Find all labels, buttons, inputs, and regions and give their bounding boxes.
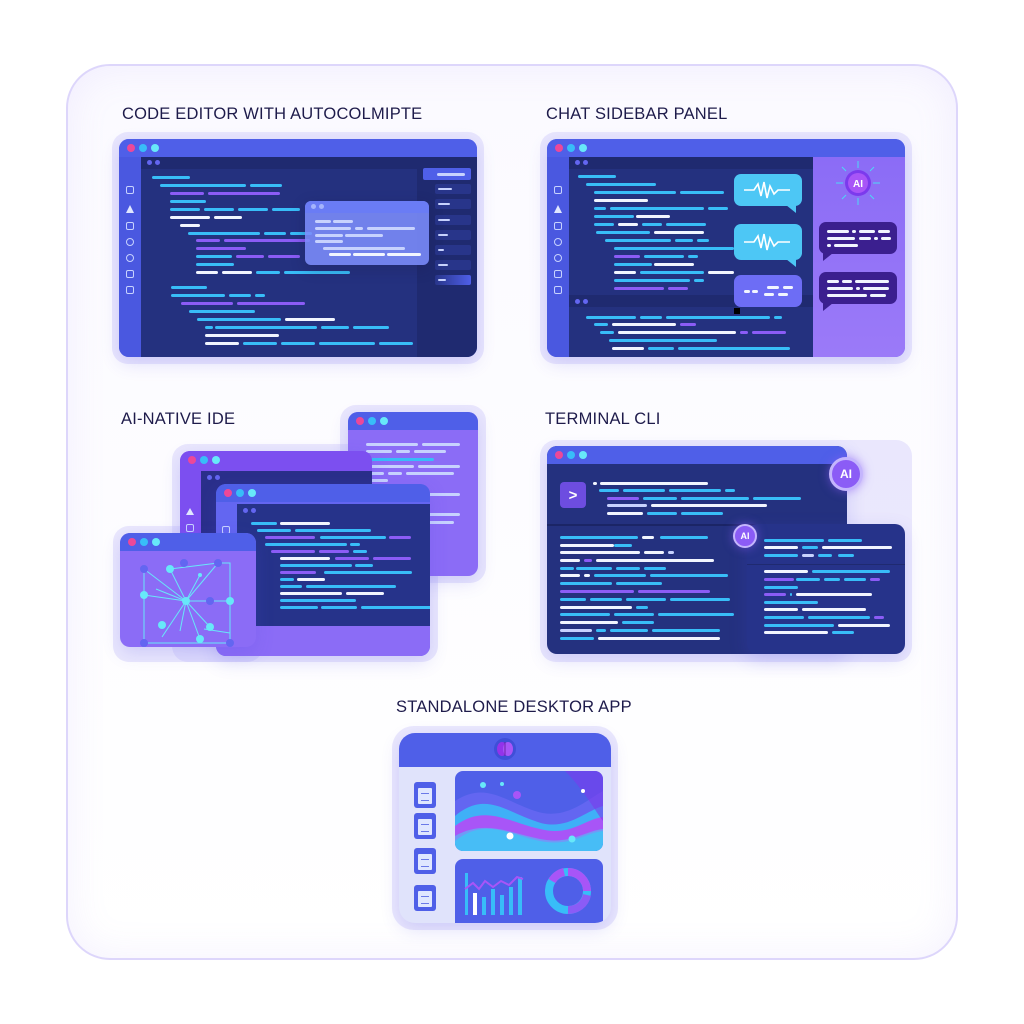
chat-sidebar: AI [813,157,905,357]
wave-visualization[interactable] [455,771,603,851]
section-title-terminal-cli: TERMINAL CLI [545,410,661,428]
titlebar [348,412,478,430]
assistant-message-bubble[interactable] [819,222,897,261]
waveform-icon [744,181,790,199]
network-graph-icon[interactable] [120,551,256,647]
outline-item[interactable] [435,199,471,209]
minimize-dot[interactable] [236,489,244,497]
titlebar [547,446,847,464]
knowledge-graph-window [120,533,256,647]
wave-chart-icon [455,771,603,851]
maximize-dot[interactable] [380,417,388,425]
desktop-app-window [399,733,611,923]
triangle-icon[interactable] [554,205,562,213]
minimize-dot[interactable] [200,456,208,464]
titlebar [119,139,477,157]
close-dot[interactable] [127,144,135,152]
ai-sparkle-icon: AI [836,161,880,205]
save-icon[interactable] [554,286,562,294]
outline-item[interactable] [435,275,471,285]
analytics-panel[interactable] [455,859,603,923]
file-icon[interactable] [414,782,436,808]
triangle-icon[interactable] [186,508,194,515]
grid-icon[interactable] [554,186,562,194]
maximize-dot[interactable] [151,144,159,152]
brain-icon[interactable] [493,737,517,761]
grid-icon[interactable] [126,186,134,194]
message-bubble[interactable] [734,275,802,314]
terminal-prompt-icon[interactable]: > [560,482,586,508]
activity-bar [119,157,141,357]
close-dot[interactable] [555,451,563,459]
chat-sidebar-window: AI [547,139,905,357]
gear-icon[interactable] [554,254,562,262]
outline-item[interactable] [435,245,471,255]
editor-pane[interactable] [237,504,430,626]
close-dot[interactable] [188,456,196,464]
circle-icon[interactable] [126,238,134,246]
maximize-dot[interactable] [248,489,256,497]
ai-badge[interactable]: AI [829,457,863,491]
mail-icon[interactable] [126,270,134,278]
waveform-icon [744,233,790,251]
section-title-ai-native-ide: AI-NATIVE IDE [121,410,236,428]
voice-message-bubble[interactable] [734,174,802,213]
titlebar [216,484,430,502]
ai-terminal-panel [747,524,905,654]
minimize-dot[interactable] [567,451,575,459]
close-dot[interactable] [128,538,136,546]
ai-assistant-orb[interactable]: AI [833,159,883,207]
maximize-dot[interactable] [212,456,220,464]
maximize-dot[interactable] [579,451,587,459]
outline-item[interactable] [435,230,471,240]
triangle-icon[interactable] [126,205,134,213]
svg-text:AI: AI [853,179,863,190]
maximize-dot[interactable] [152,538,160,546]
clock-icon[interactable] [554,238,562,246]
maximize-dot[interactable] [579,144,587,152]
ai-badge-small[interactable]: AI [733,524,757,548]
outline-item[interactable] [435,184,471,194]
minimize-dot[interactable] [567,144,575,152]
close-dot[interactable] [224,489,232,497]
square-icon[interactable] [554,270,562,278]
file-icon[interactable] [414,813,436,839]
outline-item[interactable] [435,260,471,270]
titlebar [547,139,905,157]
voice-message-bubble[interactable] [734,224,802,267]
minimize-dot[interactable] [140,538,148,546]
assistant-message-bubble[interactable] [819,272,897,311]
outline-item-active[interactable] [423,168,471,180]
section-title-code-editor: CODE EDITOR WITH AUTOCOLMIPTE [122,105,423,123]
titlebar [180,451,372,469]
close-dot[interactable] [356,417,364,425]
inbox-icon[interactable] [126,286,134,294]
minimize-dot[interactable] [139,144,147,152]
section-title-desktop-app: STANDALONE DESKTOR APP [396,698,632,716]
app-header [399,733,611,767]
section-title-chat-sidebar: CHAT SIDEBAR PANEL [546,105,728,123]
titlebar [120,533,256,551]
file-icon[interactable] [414,885,436,911]
box-icon[interactable] [126,222,134,230]
close-dot[interactable] [555,144,563,152]
globe-icon[interactable] [126,254,134,262]
box-icon[interactable] [186,524,194,532]
file-icon[interactable] [414,848,436,874]
editor-tabbar [141,157,417,169]
code-editor-window [119,139,477,357]
bar-chart-icon [464,868,591,915]
box-icon[interactable] [554,222,562,230]
minimize-dot[interactable] [368,417,376,425]
autocomplete-popup[interactable] [305,201,429,265]
outline-item[interactable] [435,215,471,225]
activity-bar [547,157,569,357]
